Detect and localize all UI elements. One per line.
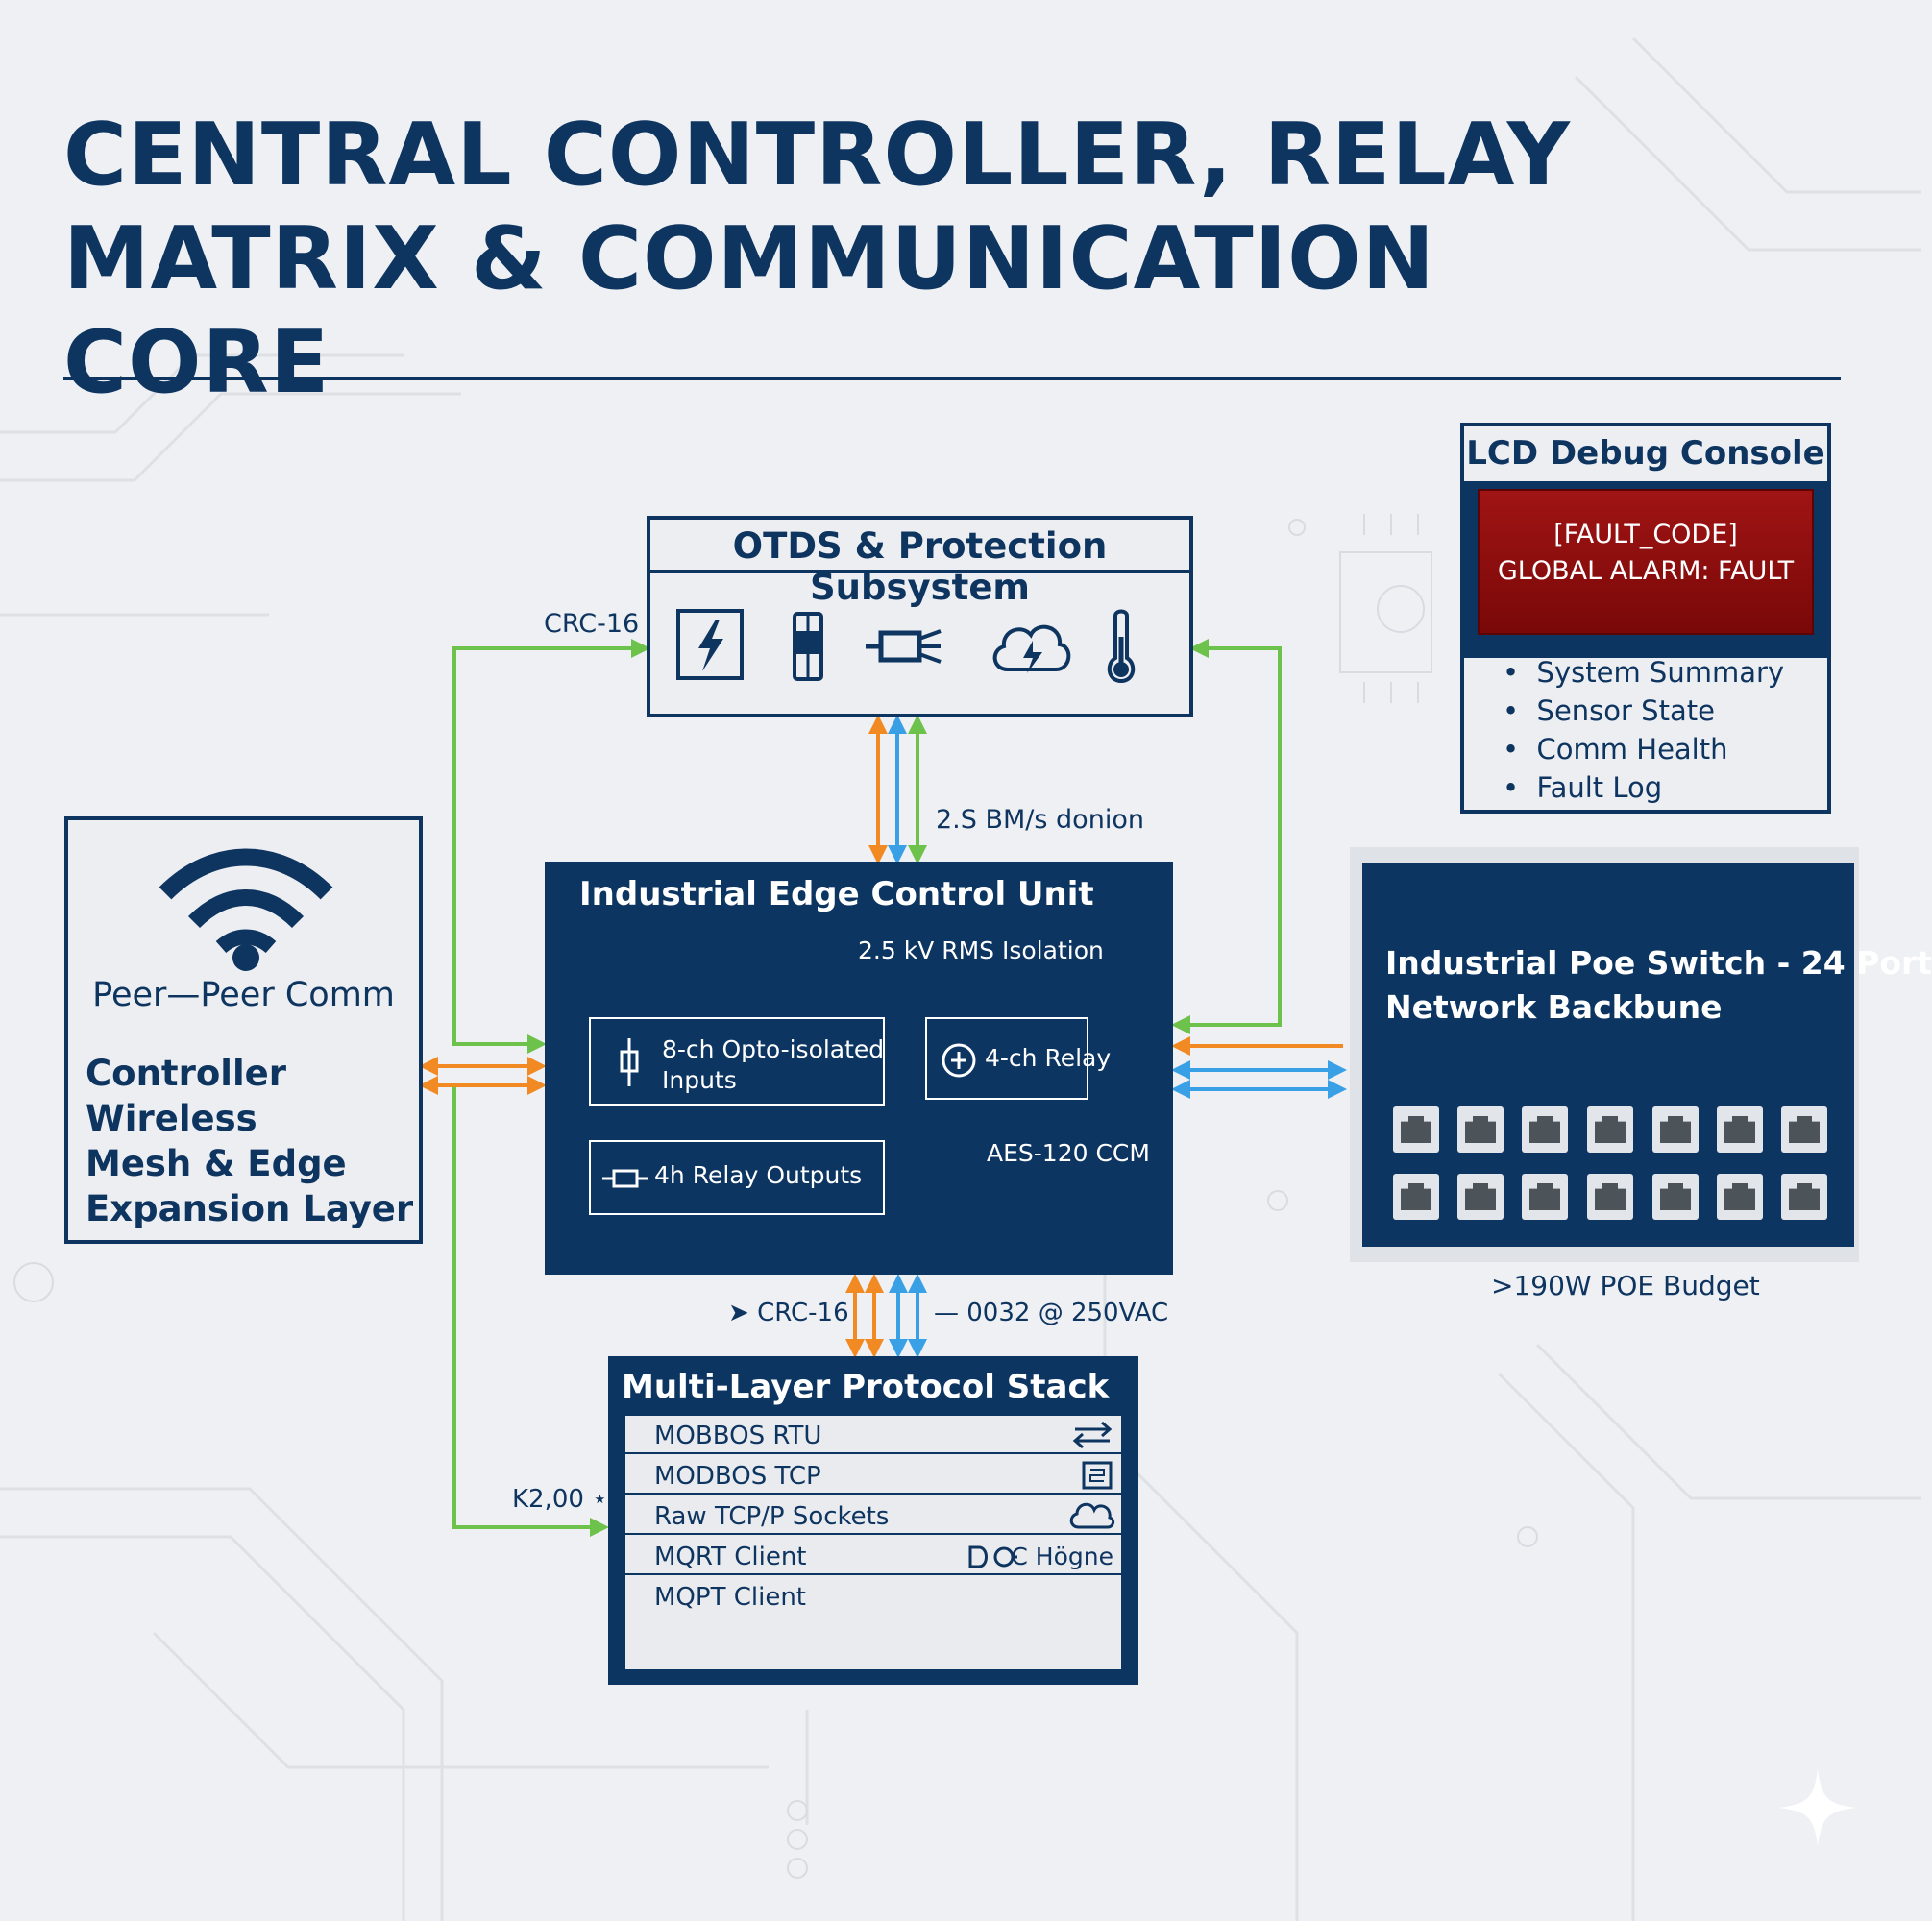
relay-outputs-label: 4h Relay Outputs bbox=[654, 1161, 863, 1189]
title-line-2: MATRIX & COMMUNICATION CORE bbox=[63, 208, 1435, 413]
fault-display: [FAULT_CODE] GLOBAL ALARM: FAULT bbox=[1478, 489, 1814, 635]
link-wireless-otds bbox=[452, 639, 650, 1054]
speed-label: 2.S BM/s donion bbox=[936, 805, 1144, 835]
lcd-menu-item[interactable]: • System Summary bbox=[1503, 656, 1785, 689]
otds-title: OTDS & Protection Subsystem bbox=[732, 525, 1108, 608]
network-box-icon bbox=[1082, 1461, 1113, 1490]
protocol-row[interactable]: MQPT Client bbox=[625, 1577, 1121, 1616]
ethernet-port-icon[interactable] bbox=[1522, 1174, 1568, 1220]
wifi-icon bbox=[159, 848, 333, 971]
industrial-poe-switch: Industrial Poe Switch - 24 Port Network … bbox=[1362, 863, 1932, 1247]
ethernet-port-icon[interactable] bbox=[1781, 1106, 1827, 1153]
ethernet-port-icon[interactable] bbox=[1652, 1106, 1699, 1153]
lightning-icon bbox=[676, 609, 744, 680]
peer-comm-label: Peer—Peer Comm bbox=[92, 976, 395, 1014]
sparkle-icon bbox=[1779, 1769, 1856, 1846]
relay-label: 4-ch Relay bbox=[985, 1044, 1112, 1072]
switch-title: Industrial Poe Switch - 24 Port Network … bbox=[1385, 944, 1932, 1026]
edge-title: Industrial Edge Control Unit bbox=[579, 875, 1094, 913]
lcd-menu-item[interactable]: • Sensor State bbox=[1503, 694, 1715, 727]
title-divider bbox=[63, 377, 1841, 380]
ethernet-port-icon[interactable] bbox=[1717, 1106, 1763, 1153]
k200-label: K2,00 ⋆ bbox=[512, 1485, 608, 1514]
protocol-row[interactable]: MOBBOS RTU bbox=[625, 1416, 1121, 1454]
global-alarm: GLOBAL ALARM: FAULT bbox=[1497, 556, 1795, 586]
ethernet-port-icon[interactable] bbox=[1652, 1174, 1699, 1220]
fuse-icon bbox=[793, 612, 823, 681]
protocol-row[interactable]: Raw TCP/P Sockets bbox=[625, 1496, 1121, 1535]
otds-title-rule bbox=[650, 570, 1189, 573]
industrial-edge-control-unit: Industrial Edge Control Unit 2.5 kV RMS … bbox=[545, 862, 1173, 1275]
wireless-title: Controller Wireless Mesh & Edge Expansio… bbox=[86, 1053, 414, 1229]
protocol-row[interactable]: MQRT Client C Högne bbox=[625, 1537, 1121, 1575]
ethernet-port-icon[interactable] bbox=[1717, 1174, 1763, 1220]
thermometer-icon bbox=[1107, 609, 1136, 684]
swap-arrows-icon bbox=[1072, 1421, 1113, 1449]
crc-bottom-label: ➤ CRC-16 bbox=[728, 1299, 849, 1327]
ethernet-port-icon[interactable] bbox=[1393, 1174, 1439, 1220]
relay-block: 4-ch Relay bbox=[925, 1017, 1111, 1100]
aes-label: AES-120 CCM bbox=[987, 1139, 1150, 1167]
ethernet-port-icon[interactable] bbox=[1393, 1106, 1439, 1153]
protocol-list: MOBBOS RTU MODBOS TCP Raw TCP/P Sockets … bbox=[625, 1416, 1121, 1669]
ethernet-port-icon[interactable] bbox=[1781, 1174, 1827, 1220]
cloud-icon bbox=[1069, 1502, 1115, 1529]
lcd-menu-item[interactable]: • Comm Health bbox=[1503, 733, 1728, 766]
mqtt-extra-label: C Högne bbox=[1011, 1543, 1113, 1570]
ethernet-port-icon[interactable] bbox=[1587, 1174, 1633, 1220]
lcd-menu: • System Summary • Sensor State • Comm H… bbox=[1503, 653, 1784, 807]
crc-top-label: CRC-16 bbox=[544, 609, 640, 639]
mqtt-toggle-icon bbox=[968, 1545, 1017, 1568]
lcd-screen-frame: [FAULT_CODE] GLOBAL ALARM: FAULT bbox=[1464, 481, 1827, 658]
ethernet-port-icon[interactable] bbox=[1587, 1106, 1633, 1153]
relay-output-icon bbox=[602, 1169, 648, 1188]
cloud-lightning-icon bbox=[992, 624, 1071, 673]
link-otds-edge-right bbox=[1171, 639, 1282, 1034]
relay-power-icon bbox=[942, 1043, 976, 1078]
opto-inputs-block: 8-ch Opto-isolated Inputs bbox=[589, 1017, 885, 1106]
page-title: CENTRAL CONTROLLER, RELAY MATRIX & COMMU… bbox=[63, 104, 1697, 415]
ethernet-port-icon[interactable] bbox=[1457, 1106, 1504, 1153]
isolation-label: 2.5 kV RMS Isolation bbox=[858, 936, 1104, 964]
ethernet-port-icon[interactable] bbox=[1522, 1106, 1568, 1153]
poe-budget-label: >190W POE Budget bbox=[1491, 1270, 1760, 1301]
lcd-debug-console: LCD Debug Console [FAULT_CODE] GLOBAL AL… bbox=[1460, 423, 1831, 814]
connector-icon bbox=[866, 629, 942, 664]
otds-protection-subsystem: OTDS & Protection Subsystem bbox=[647, 516, 1193, 717]
protocol-row[interactable]: MODBOS TCP bbox=[625, 1456, 1121, 1495]
fault-code: [FAULT_CODE] bbox=[1553, 520, 1738, 549]
wireless-mesh-layer: Peer—Peer Comm Controller Wireless Mesh … bbox=[64, 816, 423, 1244]
opto-input-icon bbox=[620, 1038, 639, 1086]
opto-inputs-label: 8-ch Opto-isolated Inputs bbox=[662, 1035, 885, 1094]
ethernet-port-icon[interactable] bbox=[1457, 1174, 1504, 1220]
multi-layer-protocol-stack: Multi-Layer Protocol Stack MOBBOS RTU MO… bbox=[608, 1356, 1138, 1685]
voltage-label: — 0032 @ 250VAC bbox=[934, 1299, 1169, 1327]
lcd-menu-item[interactable]: • Fault Log bbox=[1503, 771, 1663, 804]
link-wireless-protocol bbox=[452, 1085, 609, 1537]
title-line-1: CENTRAL CONTROLLER, RELAY bbox=[63, 105, 1571, 206]
lcd-title: LCD Debug Console bbox=[1466, 434, 1825, 473]
protocol-title: Multi-Layer Protocol Stack bbox=[622, 1368, 1110, 1406]
relay-outputs-block: 4h Relay Outputs bbox=[589, 1140, 885, 1215]
